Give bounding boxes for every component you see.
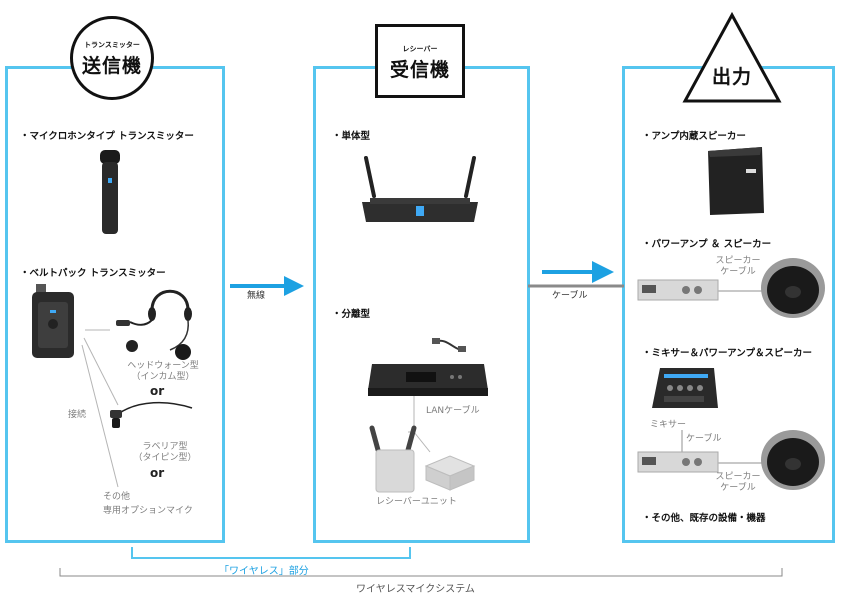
split-receiver-label: ・分離型: [332, 309, 371, 320]
wireless-part-label: 「ワイヤレス」部分: [219, 566, 309, 577]
headset-microphone-icon: [116, 289, 192, 360]
receiver-unit-box-icon: [424, 455, 476, 491]
output-header-title: 出力: [711, 66, 752, 88]
standalone-receiver-icon: [362, 156, 478, 222]
wireless-label: 無線: [247, 291, 266, 301]
receiver-header-title: 受信機: [389, 59, 450, 81]
ceiling-speaker-icon-2: [761, 430, 825, 490]
mixer-icon: [652, 368, 718, 408]
mixer-cable-line: [681, 430, 683, 454]
transmitter-header-sub: トランスミッター: [84, 41, 140, 49]
lavalier-type-label: ラベリア型 （タイピン型）: [133, 442, 197, 463]
other-mic-label: その他 専用オプションマイク: [103, 492, 193, 516]
headset-type-label: ヘッドウォーン型 （インカム型）: [127, 361, 199, 382]
ceiling-speaker-icon-1: [761, 258, 825, 318]
speaker-cable-label-2: スピーカー ケーブル: [715, 472, 761, 493]
receiver-header-sub: レシーバー: [402, 45, 438, 53]
powered-speaker-icon: [708, 147, 764, 215]
beltpack-transmitter-icon: [32, 284, 74, 358]
speaker-cable-line-1: [718, 290, 762, 292]
transmitter-header-title: 送信機: [81, 55, 142, 77]
powered-speaker-label: ・アンプ内蔵スピーカー: [642, 131, 746, 142]
cable-arrow: [528, 261, 624, 288]
speaker-cable-label-1: スピーカー ケーブル: [715, 256, 761, 277]
power-amplifier-icon-2: [637, 451, 719, 473]
power-amp-speaker-label: ・パワーアンプ ＆ スピーカー: [642, 239, 772, 250]
rack-receiver-icon: [368, 364, 488, 396]
transmitter-header: トランスミッター 送信機: [70, 16, 154, 100]
microphone-transmitter-label: ・マイクロホンタイプ トランスミッター: [20, 131, 194, 142]
power-amplifier-icon-1: [637, 279, 719, 301]
handheld-microphone-icon: [100, 150, 120, 234]
lan-cable-icon: [432, 338, 466, 352]
receiver-header: レシーバー 受信機: [375, 24, 465, 98]
beltpack-transmitter-label: ・ベルトパック トランスミッター: [20, 268, 166, 279]
connect-label: 接続: [68, 410, 87, 420]
other-equipment-label: ・その他、既存の設備・機器: [642, 513, 766, 524]
output-header-triangle: [682, 11, 782, 103]
speaker-cable-line-2: [718, 462, 762, 464]
receiver-unit-antenna-icon: [369, 425, 417, 493]
mixer-amp-speaker-label: ・ミキサー＆パワーアンプ＆スピーカー: [642, 348, 812, 359]
cable-label: ケーブル: [552, 291, 588, 301]
receiver-unit-label: レシーバーユニット: [376, 497, 457, 507]
wireless-arrow: [230, 276, 304, 296]
lan-cable-label: LANケーブル: [426, 406, 480, 416]
standalone-receiver-label: ・単体型: [332, 131, 371, 142]
wireless-mic-system-label: ワイヤレスマイクシステム: [356, 584, 475, 595]
or-separator-1: or: [150, 384, 165, 398]
or-separator-2: or: [150, 466, 165, 480]
mixer-cable-label: ケーブル: [686, 434, 722, 444]
lavalier-microphone-icon: [110, 401, 193, 428]
mixer-label: ミキサー: [650, 420, 687, 430]
